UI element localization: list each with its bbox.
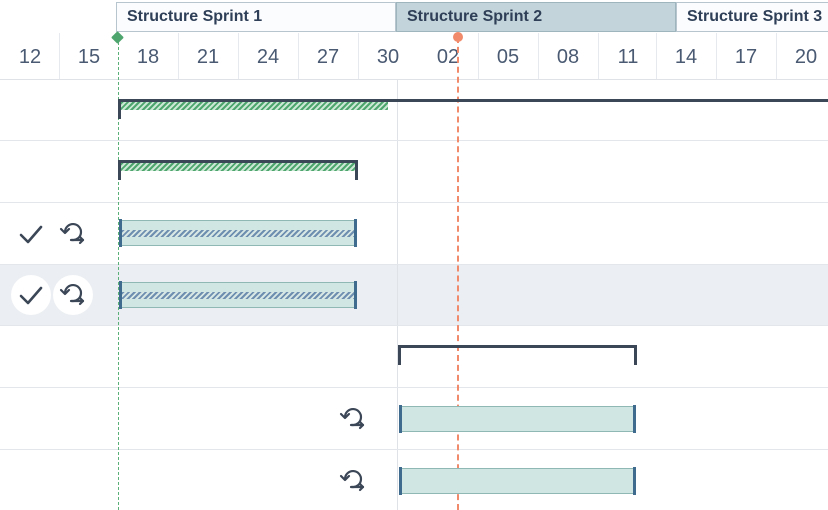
date-header: 12 15 18 21 24 27 30 02 05 08 11 14 17 2…: [0, 33, 828, 80]
date-11: 11: [617, 46, 639, 68]
date-02: 02: [436, 46, 460, 68]
today-marker-line: [457, 37, 459, 510]
header-divider: [238, 33, 239, 79]
task-bar-2[interactable]: [119, 281, 357, 309]
date-17: 17: [734, 46, 758, 68]
transition-arrow-icon[interactable]: [338, 466, 368, 496]
check-button-bg: [11, 275, 51, 315]
today-marker-icon[interactable]: [453, 32, 463, 42]
bar-end-handle[interactable]: [354, 281, 357, 309]
bar-end-handle[interactable]: [354, 219, 357, 247]
check-icon[interactable]: [16, 280, 46, 310]
task-bar-3[interactable]: [399, 405, 636, 433]
header-divider: [538, 33, 539, 79]
header-divider: [776, 33, 777, 79]
transition-arrow-icon[interactable]: [338, 404, 368, 434]
row-divider: [0, 387, 828, 388]
date-21: 21: [196, 46, 220, 68]
row-divider: [0, 202, 828, 203]
transition-arrow-icon[interactable]: [58, 219, 88, 249]
header-divider: [298, 33, 299, 79]
bar-start-handle[interactable]: [399, 467, 402, 495]
date-08: 08: [556, 46, 580, 68]
transition-arrow-icon[interactable]: [58, 280, 88, 310]
epic-bar-2[interactable]: [118, 160, 358, 180]
header-divider: [358, 33, 359, 79]
bar-start-handle[interactable]: [119, 219, 122, 247]
bar-start-cap: [118, 99, 121, 119]
header-divider: [716, 33, 717, 79]
epic-bar-3[interactable]: [398, 345, 637, 365]
date-30: 30: [376, 46, 400, 68]
bar-end-cap: [634, 345, 637, 365]
date-24: 24: [256, 46, 280, 68]
row-divider: [0, 264, 828, 265]
sprint-1-label: Structure Sprint 1: [127, 8, 263, 25]
row-divider: [0, 140, 828, 141]
sprint-header: Structure Sprint 1 Structure Sprint 2 St…: [0, 0, 828, 33]
task-bar-4[interactable]: [399, 467, 636, 495]
header-divider: [478, 33, 479, 79]
sprint-2[interactable]: Structure Sprint 2: [396, 2, 676, 32]
header-divider: [178, 33, 179, 79]
date-15: 15: [77, 46, 101, 68]
task-1-progress: [122, 230, 354, 237]
bar-start-cap: [398, 345, 401, 365]
bar-start-handle[interactable]: [119, 281, 122, 309]
bar-end-cap: [355, 160, 358, 180]
task-bar-1[interactable]: [119, 219, 357, 247]
sprint-2-label: Structure Sprint 2: [407, 8, 543, 25]
date-20: 20: [794, 46, 818, 68]
check-icon[interactable]: [16, 219, 46, 249]
sprint-boundary-line: [397, 79, 398, 510]
header-divider: [656, 33, 657, 79]
epic-bar-1[interactable]: [118, 99, 828, 119]
date-05: 05: [496, 46, 520, 68]
sprint-3-label: Structure Sprint 3: [687, 8, 823, 25]
date-27: 27: [316, 46, 340, 68]
date-14: 14: [674, 46, 698, 68]
date-18: 18: [136, 46, 160, 68]
task-2-progress: [122, 292, 354, 299]
bar-start-handle[interactable]: [399, 405, 402, 433]
sprint-start-marker-line: [118, 37, 119, 510]
epic-2-progress: [121, 163, 355, 171]
epic-1-progress: [121, 102, 388, 110]
sprint-3[interactable]: Structure Sprint 3: [676, 2, 828, 32]
row-divider: [0, 325, 828, 326]
header-divider: [59, 33, 60, 79]
header-divider: [598, 33, 599, 79]
sprint-1[interactable]: Structure Sprint 1: [116, 2, 396, 32]
bar-start-cap: [118, 160, 121, 180]
row-divider: [0, 449, 828, 450]
transition-button-bg: [53, 275, 93, 315]
bar-end-handle[interactable]: [633, 467, 636, 495]
date-12: 12: [18, 46, 42, 68]
bar-end-handle[interactable]: [633, 405, 636, 433]
